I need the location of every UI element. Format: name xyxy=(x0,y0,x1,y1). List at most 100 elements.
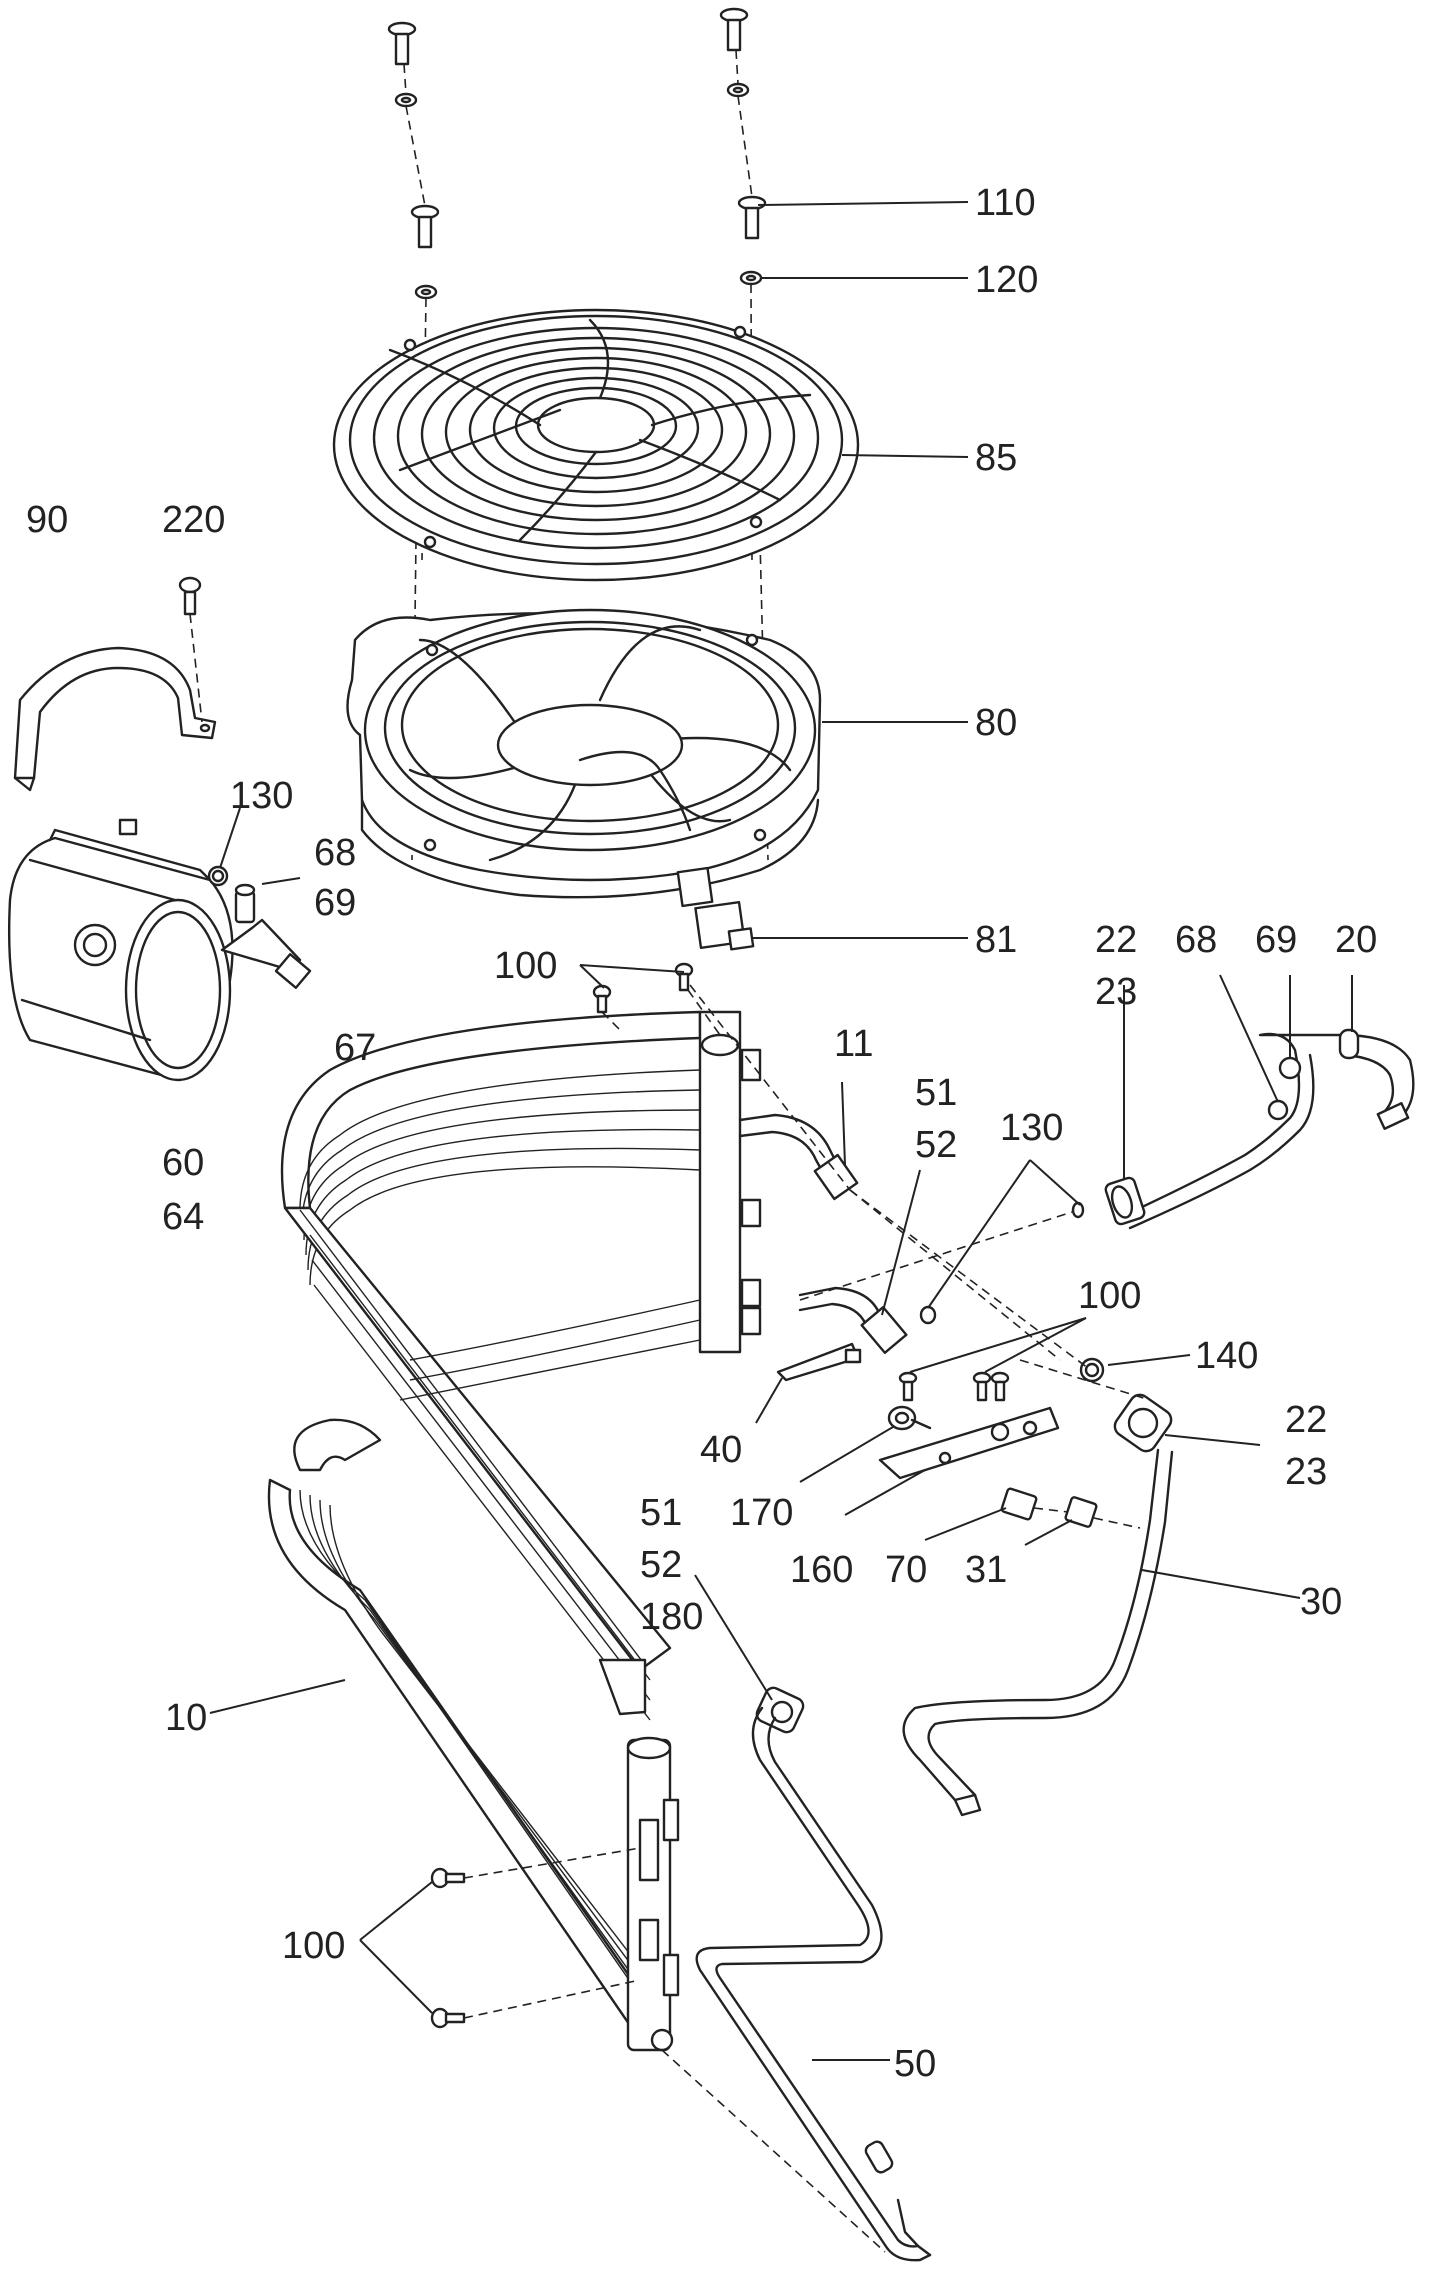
callout-line: 23 xyxy=(1285,1451,1327,1493)
callout-80: 80 xyxy=(975,702,1017,744)
fitting-31 xyxy=(1064,1496,1098,1528)
callout-line: 68 xyxy=(314,832,356,874)
callout-140: 140 xyxy=(1195,1335,1258,1377)
callout-69-right: 69 xyxy=(1255,919,1297,961)
callout-50: 50 xyxy=(894,2043,936,2085)
callout-120: 120 xyxy=(975,259,1038,301)
washer-120-left xyxy=(414,284,438,300)
fan-guard-85 xyxy=(332,308,860,582)
callout-line: 100 xyxy=(1078,1275,1141,1317)
screw-110-left xyxy=(410,204,440,249)
callout-10: 10 xyxy=(165,1697,207,1739)
clip-170 xyxy=(887,1405,932,1431)
washer-120-left-top xyxy=(394,92,418,108)
callout-line: 100 xyxy=(494,945,557,987)
callout-70: 70 xyxy=(885,1549,927,1591)
callout-100-lower: 100 xyxy=(282,1925,345,1967)
screw-110-left-top xyxy=(387,21,417,66)
fitting-67 xyxy=(220,918,312,989)
connector-81 xyxy=(676,866,755,951)
o-ring-130-right xyxy=(1071,1201,1085,1219)
valve-68-69-left xyxy=(234,883,256,924)
callout-line: 60 xyxy=(162,1142,204,1184)
washer-120-right xyxy=(739,270,763,286)
callout-line: 20 xyxy=(1335,919,1377,961)
callout-line: 50 xyxy=(894,2043,936,2085)
callout-line: 22 xyxy=(1095,919,1137,961)
callout-line: 81 xyxy=(975,919,1017,961)
callout-68-right: 68 xyxy=(1175,919,1217,961)
bracket-160 xyxy=(878,1406,1060,1480)
callout-line: 140 xyxy=(1195,1335,1258,1377)
pipe-50 xyxy=(695,1706,932,2262)
callout-line: 40 xyxy=(700,1429,742,1471)
screw-100-bracket-b xyxy=(972,1371,992,1402)
hose-11 xyxy=(738,1113,859,1201)
callout-line: 70 xyxy=(885,1549,927,1591)
screw-110-right xyxy=(737,195,767,240)
callout-110: 110 xyxy=(975,182,1036,224)
callout-line: 52 xyxy=(915,1124,957,1166)
callout-30: 30 xyxy=(1300,1581,1342,1623)
receiver-drier-60 xyxy=(7,818,234,1082)
hose-51-52 xyxy=(798,1286,908,1354)
callout-220: 220 xyxy=(162,499,225,541)
screw-100-bracket-c xyxy=(990,1371,1010,1402)
nut-22-23-lower xyxy=(1113,1393,1173,1453)
condenser-10 xyxy=(267,1010,762,2052)
callout-line: 120 xyxy=(975,259,1038,301)
callout-130-right: 130 xyxy=(1000,1107,1063,1149)
callout-line: 80 xyxy=(975,702,1017,744)
callout-90: 90 xyxy=(26,499,68,541)
screw-100-mid-b xyxy=(674,962,694,992)
callout-line: 220 xyxy=(162,499,225,541)
callout-line: 90 xyxy=(26,499,68,541)
callout-100-mid: 100 xyxy=(1078,1275,1141,1317)
callout-line: 68 xyxy=(1175,919,1217,961)
sensor-40 xyxy=(776,1342,862,1382)
bracket-90 xyxy=(13,646,217,792)
callout-line: 69 xyxy=(1255,919,1297,961)
callout-85: 85 xyxy=(975,437,1017,479)
callout-line: 64 xyxy=(162,1196,204,1238)
screw-100-lower-a xyxy=(430,1867,466,1889)
callout-160: 160 xyxy=(790,1549,853,1591)
callout-81: 81 xyxy=(975,919,1017,961)
callout-line: 51 xyxy=(915,1072,957,1114)
o-ring-130-left xyxy=(207,865,229,887)
o-ring-140 xyxy=(1079,1357,1105,1383)
screw-100-bracket-a xyxy=(898,1371,918,1402)
bolt-220 xyxy=(178,576,202,616)
callout-170: 170 xyxy=(730,1492,793,1534)
callout-line: 85 xyxy=(975,437,1017,479)
callout-line: 160 xyxy=(790,1549,853,1591)
valve-68-right xyxy=(1267,1099,1289,1121)
callout-line: 51 xyxy=(640,1492,682,1534)
callout-line: 10 xyxy=(165,1697,207,1739)
callout-100-top: 100 xyxy=(494,945,557,987)
washer-120-right-top xyxy=(726,82,750,98)
callout-67: 67 xyxy=(334,1027,376,1069)
screw-100-mid-a xyxy=(592,984,612,1014)
callout-line: 22 xyxy=(1285,1399,1327,1441)
callout-line: 30 xyxy=(1300,1581,1342,1623)
callout-130-left: 130 xyxy=(230,775,293,817)
callout-31: 31 xyxy=(965,1549,1007,1591)
callout-line: 170 xyxy=(730,1492,793,1534)
callout-line: 100 xyxy=(282,1925,345,1967)
callout-line: 69 xyxy=(314,882,356,924)
callout-line: 31 xyxy=(965,1549,1007,1591)
callout-line: 110 xyxy=(975,182,1036,224)
callout-line: 180 xyxy=(640,1596,703,1638)
callout-40: 40 xyxy=(700,1429,742,1471)
callout-20: 20 xyxy=(1335,919,1377,961)
pipe-20 xyxy=(1123,1028,1415,1230)
fan-assembly-80 xyxy=(346,608,822,899)
callout-line: 11 xyxy=(834,1023,873,1065)
